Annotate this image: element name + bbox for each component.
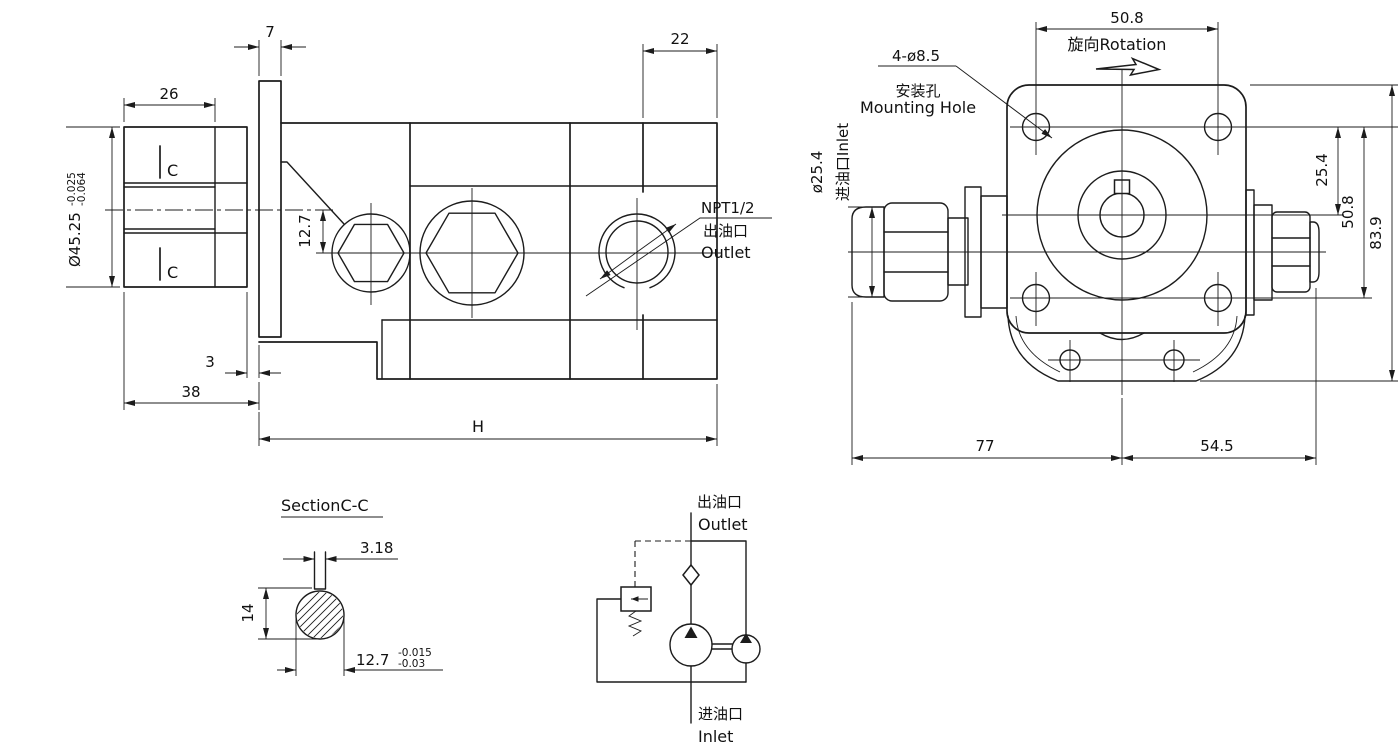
check-valve-icon: [682, 563, 700, 587]
dim-7: 7: [265, 23, 275, 41]
dim-26: 26: [159, 85, 178, 103]
section-mark-bottom: C: [167, 263, 178, 282]
section-mark-top: C: [167, 161, 178, 180]
spring-icon: [627, 610, 643, 637]
dim-77: 77: [975, 437, 994, 455]
schematic-outlet-en: Outlet: [698, 515, 748, 534]
inlet-dia-label: ø25.4: [808, 151, 826, 194]
section-shaft-profile: [295, 551, 345, 640]
outlet-label-cn: 出油口: [703, 222, 748, 240]
mount-callout: 4-ø8.5: [892, 47, 940, 65]
section-cc-view: SectionC-C 3.18 14 12.7 -0: [239, 496, 443, 676]
dim-83-9: 83.9: [1367, 216, 1385, 249]
mount-label-cn: 安装孔: [895, 82, 940, 100]
dim-3: 3: [205, 353, 215, 371]
dim-25-4: 25.4: [1313, 153, 1331, 186]
pump-symbols: [669, 623, 761, 667]
dim-50-8-top: 50.8: [1110, 9, 1143, 27]
mount-label-en: Mounting Hole: [860, 98, 976, 117]
inlet-callout: ø25.4 进油口Inlet: [808, 123, 880, 298]
outlet-label-en: Outlet: [701, 243, 751, 262]
section-dimensions: 3.18 14 12.7 -0.015 -0.03: [239, 539, 443, 676]
dim-12-7-section: 12.7: [356, 651, 389, 669]
hatching: [297, 592, 343, 638]
schematic-inlet-cn: 进油口: [698, 705, 743, 723]
front-flange: [1006, 84, 1247, 334]
dim-14: 14: [239, 603, 257, 622]
hydraulic-schematic: 出油口 Outlet 进油口 Inlet: [596, 493, 761, 743]
dim-12-7-side: 12.7: [296, 214, 314, 247]
shaft-diameter: Ø45.25: [66, 212, 84, 267]
outlet-fitting: [1245, 189, 1320, 316]
dim-54-5: 54.5: [1200, 437, 1233, 455]
pump-circle-main: [669, 623, 713, 667]
side-view: C C 26 7 22 12.7: [66, 23, 772, 446]
schematic-inlet-en: Inlet: [698, 727, 733, 743]
mounting-hole-callout: 4-ø8.5 安装孔 Mounting Hole: [860, 47, 1053, 139]
side-view-body: [258, 122, 718, 380]
dim-22: 22: [670, 30, 689, 48]
rotation-annotation: 旋向Rotation: [1068, 35, 1167, 77]
inlet-port-label: 进油口Inlet: [834, 123, 852, 201]
relief-valve-symbol: [620, 586, 652, 637]
dim-key-width: 3.18: [360, 539, 393, 557]
shaft-tolerance-upper: -0.025: [66, 172, 78, 206]
section-tolerance-upper: -0.015: [398, 647, 432, 659]
section-tolerance-lower: -0.03: [398, 658, 425, 670]
front-view: 旋向Rotation 4-ø8.5 安装孔 Mounting Hole ø25.…: [808, 9, 1398, 465]
dim-H: H: [472, 417, 484, 436]
shaft-tolerance-lower: -0.064: [76, 172, 88, 206]
dim-38: 38: [181, 383, 200, 401]
outlet-callout: NPT1/2 出油口 Outlet: [585, 199, 772, 297]
pump-shaft-link: [711, 643, 733, 650]
section-cut-marks: C C: [159, 145, 178, 282]
front-lower-housing: [1007, 315, 1246, 382]
side-view-dimensions: 26 7 22 12.7 3 38: [66, 23, 718, 446]
relief-valve-plug: [331, 203, 411, 305]
outlet-thread-label: NPT1/2: [701, 199, 755, 217]
side-view-shaft: [105, 126, 334, 288]
rotation-arrow-icon: [1095, 56, 1162, 77]
front-view-dimensions: 50.8 25.4 50.8 83.9 77 54.5: [851, 9, 1398, 465]
outlet-port-side: [598, 198, 676, 330]
schematic-outlet-cn: 出油口: [697, 493, 742, 511]
rotation-label: 旋向Rotation: [1068, 35, 1167, 54]
pump-flow-arrow-main: [684, 626, 698, 638]
section-title: SectionC-C: [281, 496, 369, 515]
front-centerlines: [848, 22, 1398, 395]
schematic-lines: [596, 512, 747, 724]
side-view-flange: [258, 80, 282, 338]
dim-50-8-right: 50.8: [1339, 195, 1357, 228]
pump-flow-arrow-secondary: [740, 633, 752, 643]
